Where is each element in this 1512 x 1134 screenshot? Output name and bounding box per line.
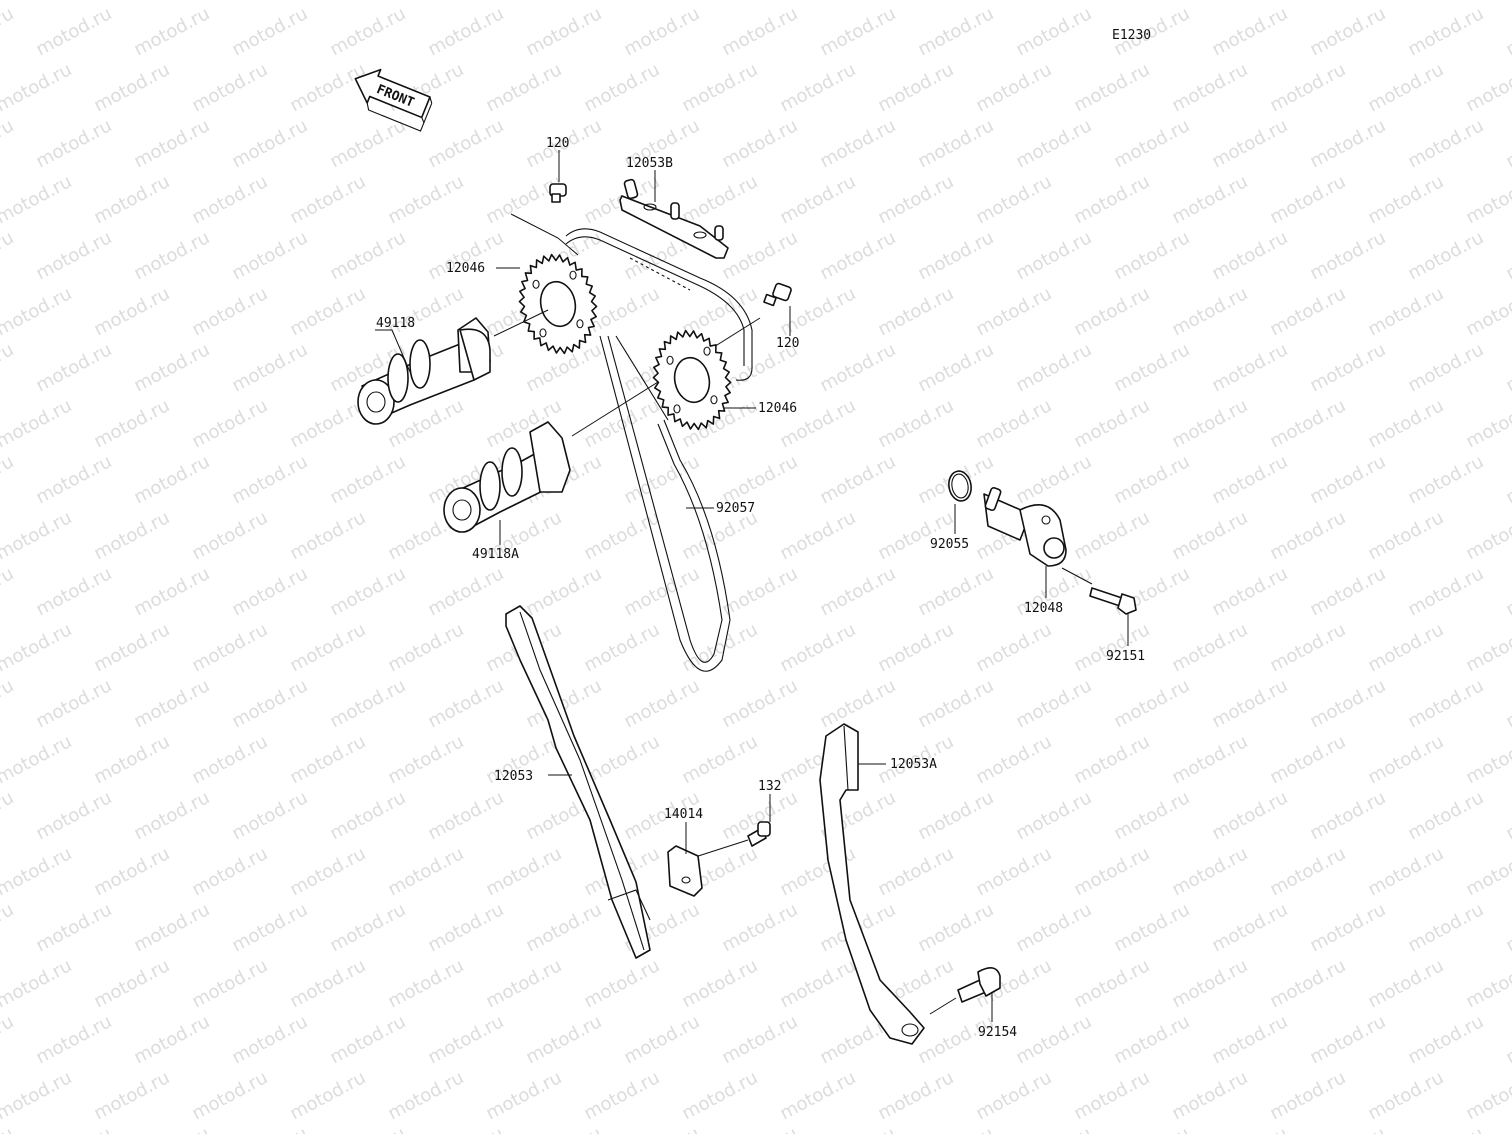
label-guide-12053a: 12053A — [890, 757, 937, 772]
chain-upper — [565, 228, 753, 381]
label-chain-92057: 92057 — [716, 501, 755, 516]
label-plate-14014: 14014 — [664, 807, 703, 822]
tensioner-guide-12053b — [619, 178, 729, 259]
label-camshaft-49118a: 49118A — [472, 547, 519, 562]
bolt-92151 — [1089, 587, 1137, 615]
diagram-code: E1230 — [1112, 28, 1151, 43]
label-bolt-92151: 92151 — [1106, 649, 1145, 664]
oring-92055 — [948, 470, 972, 502]
label-sprocket-12046-left: 12046 — [446, 261, 485, 276]
label-tensioner-12048: 12048 — [1024, 601, 1063, 616]
label-guide-12053: 12053 — [494, 769, 533, 784]
camshaft-49118a — [443, 421, 571, 533]
label-oring-92055: 92055 — [930, 537, 969, 552]
label-bolt-92154: 92154 — [978, 1025, 1017, 1040]
guide-12053a — [819, 723, 925, 1045]
sprocket-12046-left — [518, 253, 598, 355]
chain-92057 — [599, 335, 731, 672]
bolt-120-top — [549, 183, 567, 203]
camshaft-49118 — [357, 317, 491, 425]
label-bolt-120-top: 120 — [546, 136, 569, 151]
bolt-132 — [747, 821, 771, 847]
sprocket-12046-right — [652, 329, 732, 431]
label-bolt-120-right: 120 — [776, 336, 799, 351]
bolt-92154 — [957, 967, 1001, 1003]
label-sprocket-12046-right: 12046 — [758, 401, 797, 416]
label-bolt-132: 132 — [758, 779, 781, 794]
tensioner-12048 — [983, 486, 1067, 567]
bolt-120-right — [763, 282, 792, 307]
front-arrow-icon: FRONT — [354, 68, 433, 132]
plate-14014 — [667, 845, 703, 897]
label-tensioner-guide-12053b: 12053B — [626, 156, 673, 171]
label-camshaft-49118: 49118 — [376, 316, 415, 331]
guide-12053 — [505, 605, 651, 959]
